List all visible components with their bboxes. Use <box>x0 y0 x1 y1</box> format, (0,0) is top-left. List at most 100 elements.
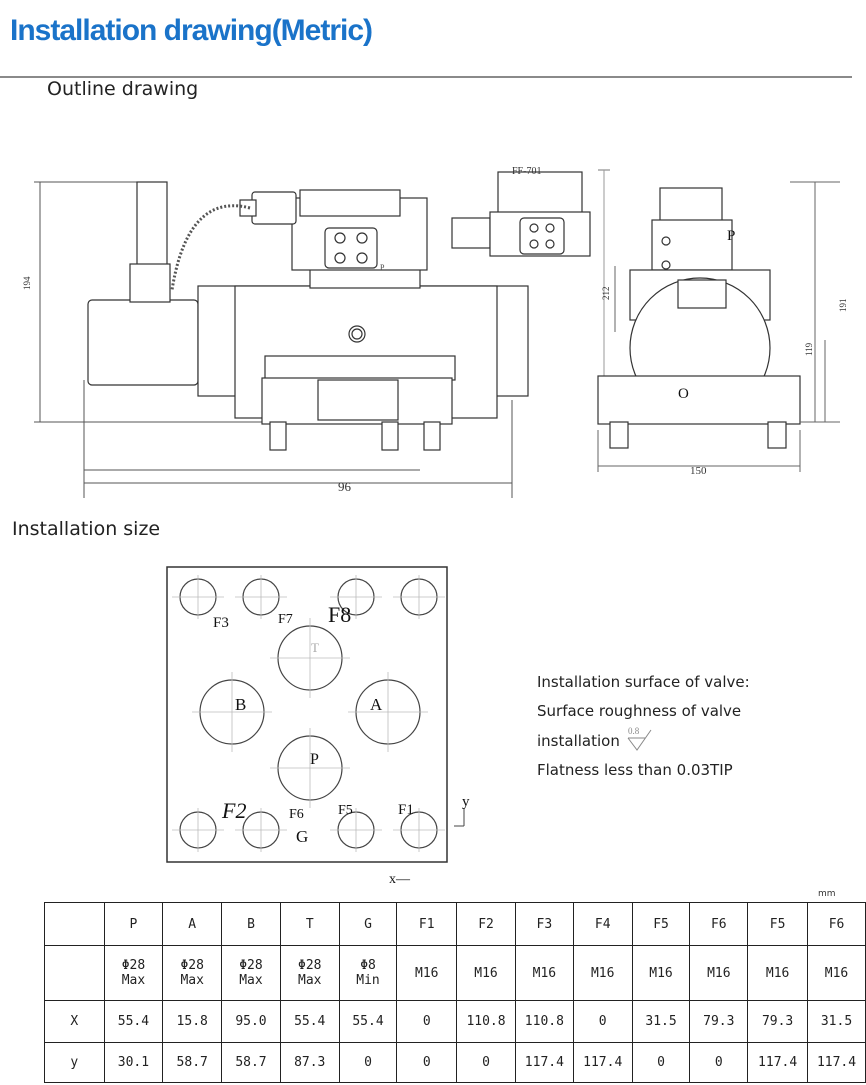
size-limit: Max <box>121 973 146 988</box>
table-size-cell: M16 <box>514 945 574 1001</box>
table-size-cell <box>44 945 105 1001</box>
table-header-cell: F6 <box>689 902 749 946</box>
table-x-cell: 79.3 <box>689 1000 749 1043</box>
table-x-cell: 55.4 <box>103 1000 164 1043</box>
table-y-cell: 30.1 <box>103 1042 164 1083</box>
table-x-cell: 79.3 <box>747 1000 809 1043</box>
table-x-cell: 31.5 <box>807 1000 866 1043</box>
front-view <box>87 181 529 451</box>
size-value: M16 <box>474 965 498 981</box>
table-size-cell: M16 <box>631 945 691 1001</box>
table-size-cell: M16 <box>807 945 866 1001</box>
plate-outline <box>166 566 448 863</box>
label-f1: F1 <box>398 802 414 818</box>
size-value: Φ28 <box>180 958 204 973</box>
table-size-cell: M16 <box>747 945 809 1001</box>
table-y-cell: 117.4 <box>807 1042 866 1083</box>
table-header-cell: G <box>338 902 398 946</box>
label-f3: F3 <box>213 615 229 631</box>
side-port-o: O <box>678 386 689 402</box>
table-y-cell: 117.4 <box>514 1042 574 1083</box>
size-value: Φ28 <box>121 958 146 973</box>
axis-y-label: y <box>462 794 470 810</box>
front-port-p: P <box>380 263 385 272</box>
table-header-cell: F6 <box>807 902 866 946</box>
size-value: M16 <box>824 965 849 981</box>
dim-212: 212 <box>601 287 611 301</box>
table-header-cell: P <box>103 902 164 946</box>
table-size-cell: M16 <box>689 945 749 1001</box>
page-title: Installation drawing(Metric) <box>10 14 373 47</box>
table-header-cell: F5 <box>747 902 809 946</box>
table-header-cell: F3 <box>514 902 574 946</box>
table-x-cell: 55.4 <box>279 1000 340 1043</box>
installation-heading: Installation size <box>12 518 161 540</box>
label-f8: F8 <box>328 602 351 627</box>
label-g: G <box>296 827 308 846</box>
label-f5: F5 <box>338 803 353 818</box>
table-header-cell: F1 <box>396 902 458 946</box>
outline-drawing: 194 96 FF-701 <box>22 166 848 498</box>
table-x-cell: 95.0 <box>221 1000 281 1043</box>
table-x-cell: X <box>44 1000 105 1043</box>
size-value: M16 <box>649 965 673 981</box>
table-y-cell: 0 <box>396 1042 458 1083</box>
label-f6: F6 <box>289 807 304 822</box>
table-header-cell: A <box>162 902 223 946</box>
label-t: T <box>311 640 319 655</box>
table-x-cell: 0 <box>396 1000 458 1043</box>
table-header-cell: F4 <box>572 902 633 946</box>
size-value: M16 <box>532 965 557 981</box>
table-header-cell: T <box>279 902 340 946</box>
label-a: A <box>370 695 383 714</box>
table-y-cell: 0 <box>631 1042 691 1083</box>
outline-heading: Outline drawing <box>47 78 199 100</box>
dim-119: 119 <box>804 342 814 356</box>
table-x-cell: 0 <box>572 1000 633 1043</box>
table-y-cell: 0 <box>338 1042 398 1083</box>
size-value: Φ8 <box>360 958 376 973</box>
size-value: M16 <box>415 965 439 981</box>
roughness-value: 0.8 <box>628 726 640 736</box>
table-size-cell: M16 <box>572 945 633 1001</box>
table-header-cell: F2 <box>456 902 516 946</box>
table-y-cell: 0 <box>456 1042 516 1083</box>
note-line-2: Surface roughness of valve <box>537 702 742 720</box>
note-line-3: installation 0.8 <box>537 726 750 756</box>
label-p: P <box>310 751 319 768</box>
roughness-symbol-icon: 0.8 <box>627 726 652 751</box>
note-line-4: Flatness less than 0.03TIP <box>537 761 733 779</box>
table-y-cell: 58.7 <box>162 1042 223 1083</box>
table-header-cell: B <box>221 902 281 946</box>
note-installation: installation <box>537 732 620 750</box>
table-y-cell: 117.4 <box>747 1042 809 1083</box>
top-view-label: FF-701 <box>512 166 541 177</box>
size-value: M16 <box>590 965 615 981</box>
note-line-1: Installation surface of valve: <box>537 673 750 691</box>
table-size-cell: M16 <box>456 945 516 1001</box>
dim-191: 191 <box>838 299 848 313</box>
table-y-cell: 117.4 <box>572 1042 633 1083</box>
table-x-cell: 55.4 <box>338 1000 398 1043</box>
table-y-cell: 87.3 <box>279 1042 340 1083</box>
table-y-cell: y <box>44 1042 105 1083</box>
table-x-cell: 15.8 <box>162 1000 223 1043</box>
table-y-cell: 0 <box>689 1042 749 1083</box>
axis-x-label: x— <box>389 872 411 887</box>
surface-notes: Installation surface of valve: Surface r… <box>537 668 750 785</box>
label-f7: F7 <box>278 612 293 627</box>
size-limit: Max <box>180 973 204 988</box>
table-y-cell: 58.7 <box>221 1042 281 1083</box>
table-header-cell <box>44 902 105 946</box>
size-limit: Max <box>298 973 322 988</box>
table-header-cell: F5 <box>631 902 691 946</box>
